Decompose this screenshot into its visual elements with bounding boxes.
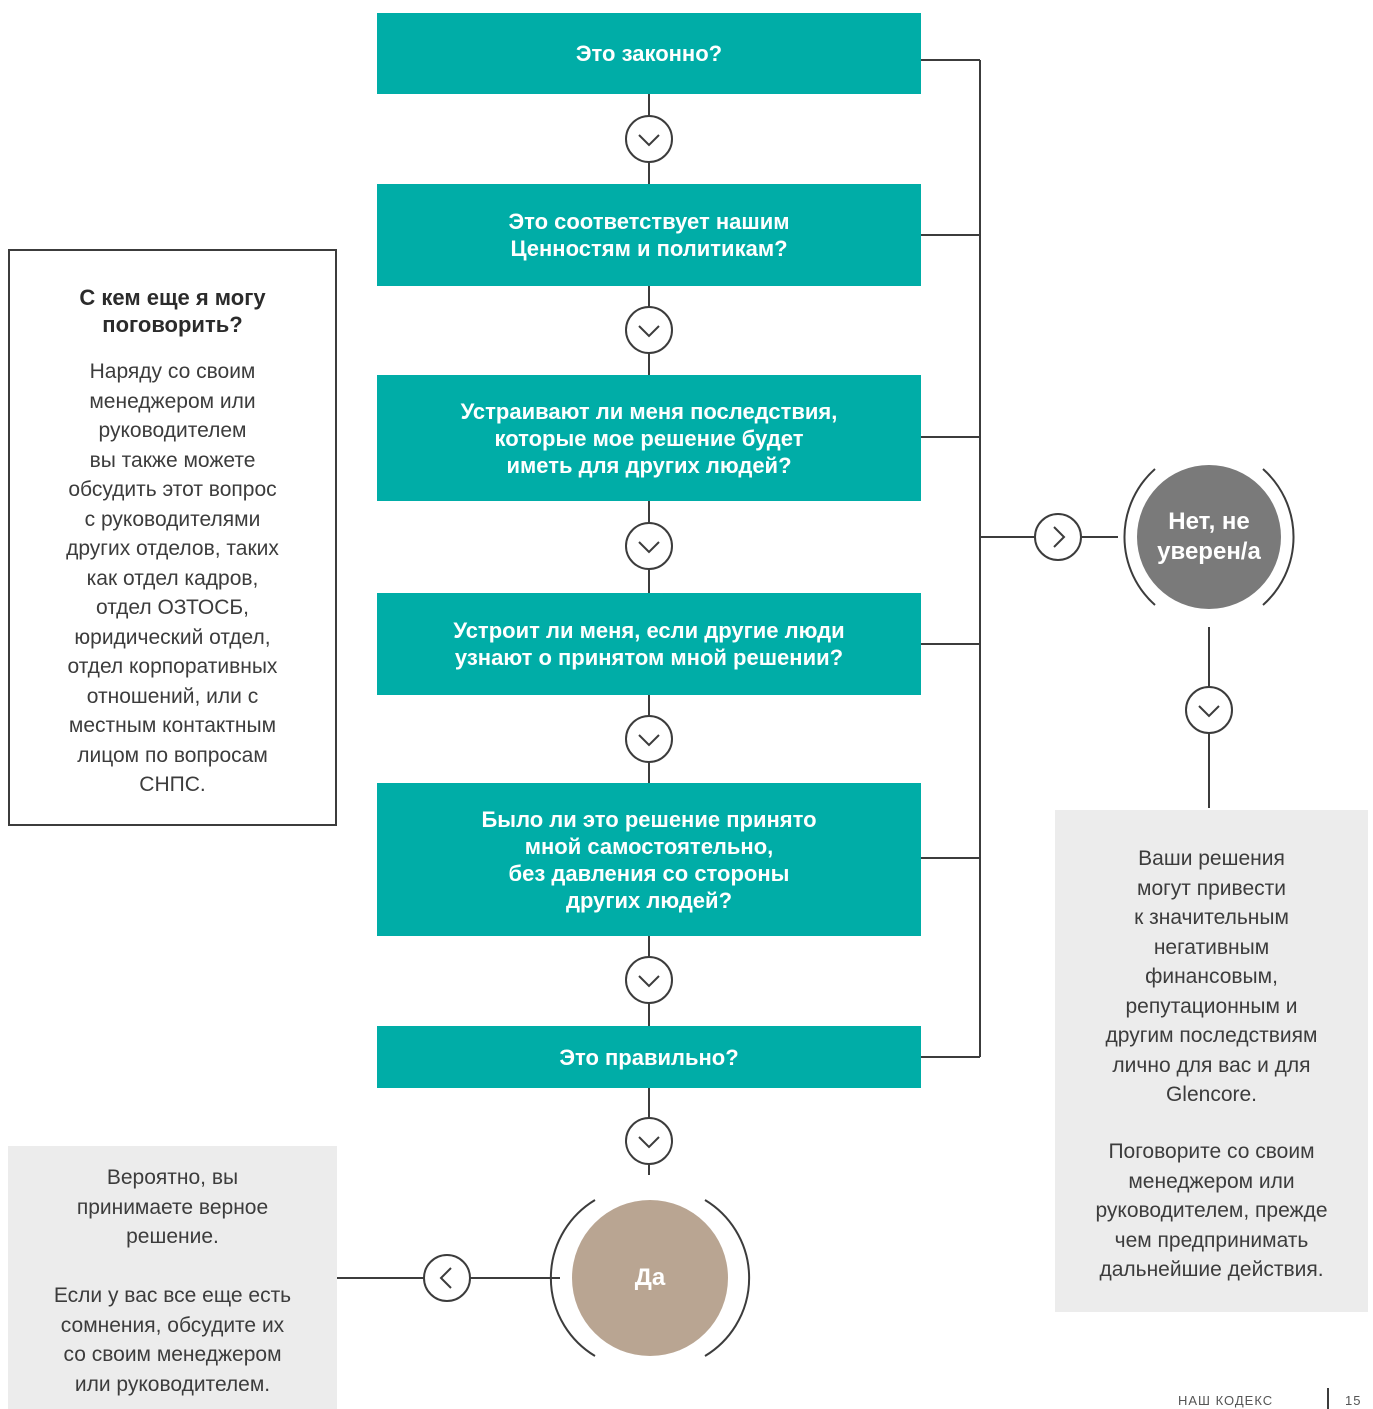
- chevron-right-icon: [1034, 513, 1082, 561]
- chevron-down-icon: [625, 1117, 673, 1165]
- chevron-left-icon: [423, 1254, 471, 1302]
- chevron-down-icon: [625, 306, 673, 354]
- who-else-body: Наряду со своим менеджером или руководит…: [66, 360, 279, 796]
- question-box-consequences: Устраивают ли меня последствия, которые …: [377, 375, 921, 501]
- question-text: Устроит ли меня, если другие люди узнают…: [453, 618, 845, 670]
- question-text: Это соответствует нашим Ценностям и поли…: [508, 209, 790, 261]
- chevron-down-icon: [625, 522, 673, 570]
- footer-section-title: НАШ КОДЕКС: [1178, 1393, 1274, 1408]
- chevron-down-icon: [625, 115, 673, 163]
- chevron-down-icon: [1185, 686, 1233, 734]
- who-else-title: С кем еще я могу поговорить?: [79, 285, 266, 337]
- consequences-note: Ваши решения могут привести к значительн…: [1055, 810, 1368, 1312]
- question-box-disclosure: Устроит ли меня, если другие люди узнают…: [377, 593, 921, 695]
- right-decision-note: Вероятно, вы принимаете верное решение. …: [8, 1146, 337, 1409]
- talk-to-manager-text: Поговорите со своим менеджером или руков…: [1095, 1140, 1328, 1281]
- still-doubts-text: Если у вас все еще есть сомнения, обсуди…: [53, 1284, 292, 1396]
- question-text: Было ли это решение принято мной самосто…: [481, 806, 817, 913]
- question-text: Это правильно?: [559, 1044, 739, 1070]
- right-decision-text: Вероятно, вы принимаете верное решение.: [76, 1166, 269, 1248]
- chevron-down-icon: [625, 715, 673, 763]
- question-box-legal: Это законно?: [377, 13, 921, 94]
- question-text: Устраивают ли меня последствия, которые …: [460, 398, 838, 478]
- question-box-values: Это соответствует нашим Ценностям и поли…: [377, 184, 921, 286]
- question-text: Это законно?: [575, 41, 723, 66]
- question-box-right: Это правильно?: [377, 1026, 921, 1088]
- no-not-sure-label: Нет, не уверен/а: [1157, 508, 1261, 565]
- yes-decision-circle: [549, 1199, 751, 1357]
- chevron-down-icon: [625, 956, 673, 1004]
- page-number: 15: [1345, 1393, 1362, 1408]
- consequences-note-text: Ваши решения могут привести к значительн…: [1105, 847, 1318, 1106]
- yes-label: Да: [634, 1264, 666, 1291]
- no-decision-circle: [1123, 465, 1295, 609]
- question-box-independence: Было ли это решение принято мной самосто…: [377, 783, 921, 936]
- who-else-box: С кем еще я могу поговорить? Наряду со с…: [8, 249, 337, 826]
